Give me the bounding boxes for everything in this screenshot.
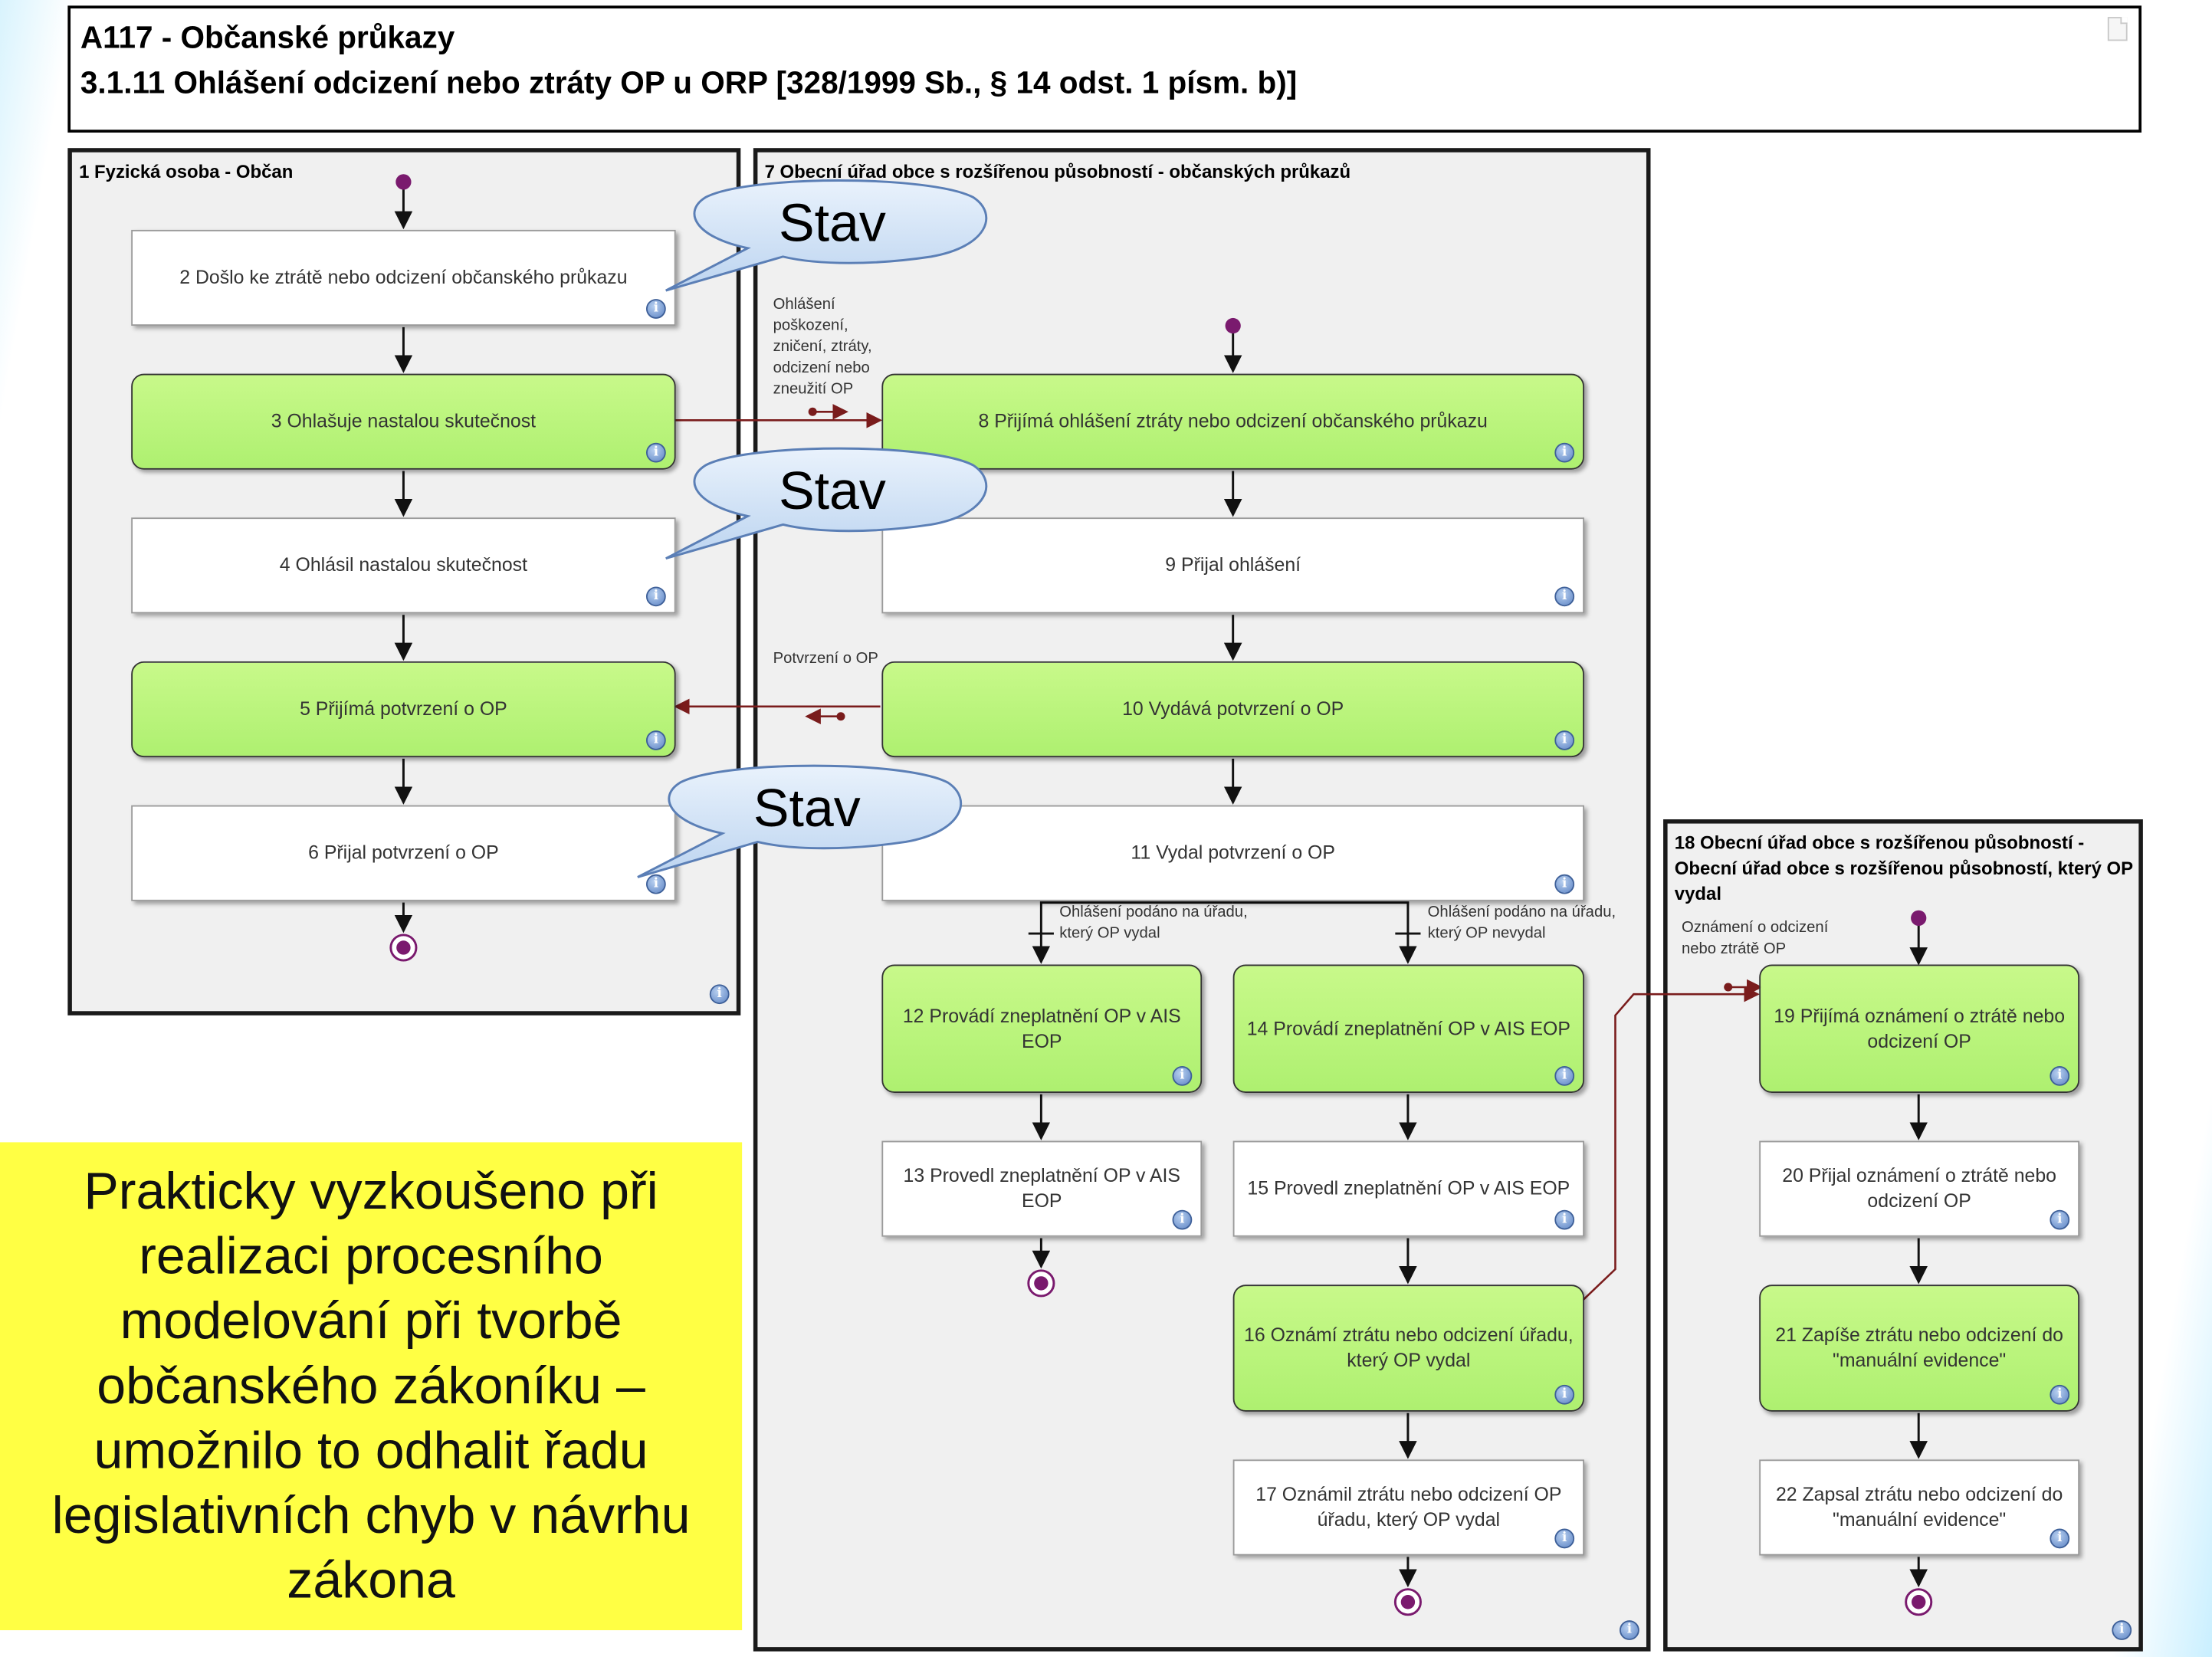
info-icon[interactable]: i [1554, 1209, 1575, 1230]
condition-label-not-issued: Ohlášení podáno na úřadu, který OP nevyd… [1427, 904, 1616, 943]
state-node-20[interactable]: 20 Přijal oznámení o ztrátě nebo odcizen… [1759, 1140, 2080, 1237]
state-node-11[interactable]: 11 Vydal potvrzení o OP i [881, 805, 1584, 901]
node-label: 9 Přijal ohlášení [1165, 554, 1301, 576]
node-label: 17 Oznámil ztrátu nebo odcizení OP úřadu… [1255, 1483, 1562, 1531]
node-label: 16 Oznámí ztrátu nebo odcizení úřadu, kt… [1244, 1324, 1574, 1371]
info-icon[interactable]: i [2050, 1066, 2070, 1086]
info-icon[interactable]: i [645, 874, 666, 894]
node-label: 3 Ohlašuje nastalou skutečnost [271, 410, 537, 432]
node-label: 6 Přijal potvrzení o OP [308, 842, 499, 864]
state-node-9[interactable]: 9 Přijal ohlášení i [881, 517, 1584, 614]
activity-node-14[interactable]: 14 Provádí zneplatnění OP v AIS EOP i [1232, 964, 1584, 1093]
node-label: 5 Přijímá potvrzení o OP [300, 697, 507, 720]
node-label: 15 Provedl zneplatnění OP v AIS EOP [1247, 1177, 1570, 1199]
info-icon[interactable]: i [2050, 1528, 2070, 1549]
callout-bubble-2 [665, 447, 988, 560]
info-icon[interactable]: i [1554, 1384, 1575, 1405]
info-icon[interactable]: i [709, 984, 730, 1005]
lane-title: 18 Obecní úřad obce s rozšířenou působno… [1674, 832, 2133, 904]
activity-node-16[interactable]: 16 Oznámí ztrátu nebo odcizení úřadu, kt… [1232, 1285, 1584, 1412]
end-event-core [1034, 1276, 1049, 1291]
info-icon[interactable]: i [1554, 586, 1575, 607]
info-icon[interactable]: i [2112, 1620, 2132, 1640]
node-label: 8 Přijímá ohlášení ztráty nebo odcizení … [978, 410, 1488, 432]
header-process: 3.1.11 Ohlášení odcizení nebo ztráty OP … [80, 64, 1298, 100]
info-icon[interactable]: i [1172, 1209, 1193, 1230]
state-node-22[interactable]: 22 Zapsal ztrátu nebo odcizení do "manuá… [1759, 1459, 2080, 1556]
activity-node-19[interactable]: 19 Přijímá oznámení o ztrátě nebo odcize… [1759, 964, 2080, 1093]
diagram-header: A117 - Občanské průkazy 3.1.11 Ohlášení … [67, 5, 2142, 133]
callout-state-3: Stav [753, 779, 861, 839]
callout-bubble-1 [665, 179, 988, 292]
start-event [395, 174, 412, 190]
message-dot [1724, 983, 1733, 992]
end-event-core [1912, 1595, 1926, 1609]
activity-node-5[interactable]: 5 Přijímá potvrzení o OP i [131, 661, 676, 758]
start-event [1911, 910, 1927, 926]
state-node-15[interactable]: 15 Provedl zneplatnění OP v AIS EOP i [1232, 1140, 1584, 1237]
message-label-report: Ohlášení poškození, zničení, ztráty, odc… [773, 296, 872, 398]
info-icon[interactable]: i [1554, 442, 1575, 463]
callout-state-1: Stav [778, 194, 886, 254]
end-event-core [396, 940, 411, 955]
info-icon[interactable]: i [645, 299, 666, 319]
node-label: 2 Došlo ke ztrátě nebo odcizení občanské… [179, 266, 628, 288]
info-icon[interactable]: i [1554, 1066, 1575, 1086]
start-event [1225, 317, 1241, 334]
info-icon[interactable]: i [2050, 1209, 2070, 1230]
node-label: 13 Provedl zneplatnění OP v AIS EOP [903, 1164, 1181, 1212]
info-icon[interactable]: i [645, 586, 666, 607]
state-node-6[interactable]: 6 Přijal potvrzení o OP i [131, 805, 676, 901]
node-label: 10 Vydává potvrzení o OP [1122, 697, 1344, 720]
node-label: 14 Provádí zneplatnění OP v AIS EOP [1246, 1017, 1570, 1039]
state-node-2[interactable]: 2 Došlo ke ztrátě nebo odcizení občanské… [131, 229, 676, 326]
node-label: 19 Přijímá oznámení o ztrátě nebo odcize… [1774, 1005, 2066, 1052]
note-box: Prakticky vyzkoušeno při realizaci proce… [0, 1142, 743, 1631]
message-dot [808, 407, 817, 416]
node-label: 12 Provádí zneplatnění OP v AIS EOP [902, 1005, 1181, 1052]
flow-11-14 [1232, 901, 1417, 964]
activity-node-21[interactable]: 21 Zapíše ztrátu nebo odcizení do "manuá… [1759, 1285, 2080, 1412]
lane-title: 1 Fyzická osoba - Občan [79, 160, 294, 182]
info-icon[interactable]: i [1554, 1528, 1575, 1549]
activity-node-10[interactable]: 10 Vydává potvrzení o OP i [881, 661, 1584, 758]
node-label: 4 Ohlásil nastalou skutečnost [279, 554, 528, 576]
info-icon[interactable]: i [1554, 730, 1575, 750]
info-icon[interactable]: i [1554, 874, 1575, 894]
state-node-13[interactable]: 13 Provedl zneplatnění OP v AIS EOP i [881, 1140, 1203, 1237]
node-label: 20 Přijal oznámení o ztrátě nebo odcizen… [1782, 1164, 2057, 1212]
note-text: Prakticky vyzkoušeno při realizaci proce… [51, 1162, 691, 1609]
callout-bubble-3 [637, 764, 963, 878]
info-icon[interactable]: i [2050, 1384, 2070, 1405]
info-icon[interactable]: i [1620, 1620, 1639, 1640]
document-icon[interactable] [2107, 17, 2128, 41]
node-label: 11 Vydal potvrzení o OP [1131, 842, 1335, 864]
state-node-4[interactable]: 4 Ohlásil nastalou skutečnost i [131, 517, 676, 614]
info-icon[interactable]: i [1172, 1066, 1193, 1086]
info-icon[interactable]: i [645, 442, 666, 463]
node-label: 22 Zapsal ztrátu nebo odcizení do "manuá… [1775, 1483, 2063, 1531]
lane-title: 7 Obecní úřad obce s rozšířenou působnos… [764, 160, 1351, 182]
message-label-confirm: Potvrzení o OP [773, 650, 878, 668]
activity-node-12[interactable]: 12 Provádí zneplatnění OP v AIS EOP i [881, 964, 1203, 1093]
header-code: A117 - Občanské průkazy [80, 19, 455, 55]
callout-state-2: Stav [778, 462, 886, 522]
message-dot [836, 712, 845, 721]
node-label: 21 Zapíše ztrátu nebo odcizení do "manuá… [1775, 1324, 2063, 1371]
flow-11-12 [1032, 901, 1233, 964]
info-icon[interactable]: i [645, 730, 666, 750]
message-flow-16-19 [1582, 986, 1760, 1301]
condition-label-issued: Ohlášení podáno na úřadu, který OP vydal [1059, 904, 1248, 943]
activity-node-3[interactable]: 3 Ohlašuje nastalou skutečnost i [131, 373, 676, 470]
message-label-notice: Oznámení o odcizení nebo ztrátě OP [1681, 919, 1829, 958]
end-event-core [1400, 1595, 1416, 1609]
activity-node-8[interactable]: 8 Přijímá ohlášení ztráty nebo odcizení … [881, 373, 1584, 470]
state-node-17[interactable]: 17 Oznámil ztrátu nebo odcizení OP úřadu… [1232, 1459, 1584, 1556]
